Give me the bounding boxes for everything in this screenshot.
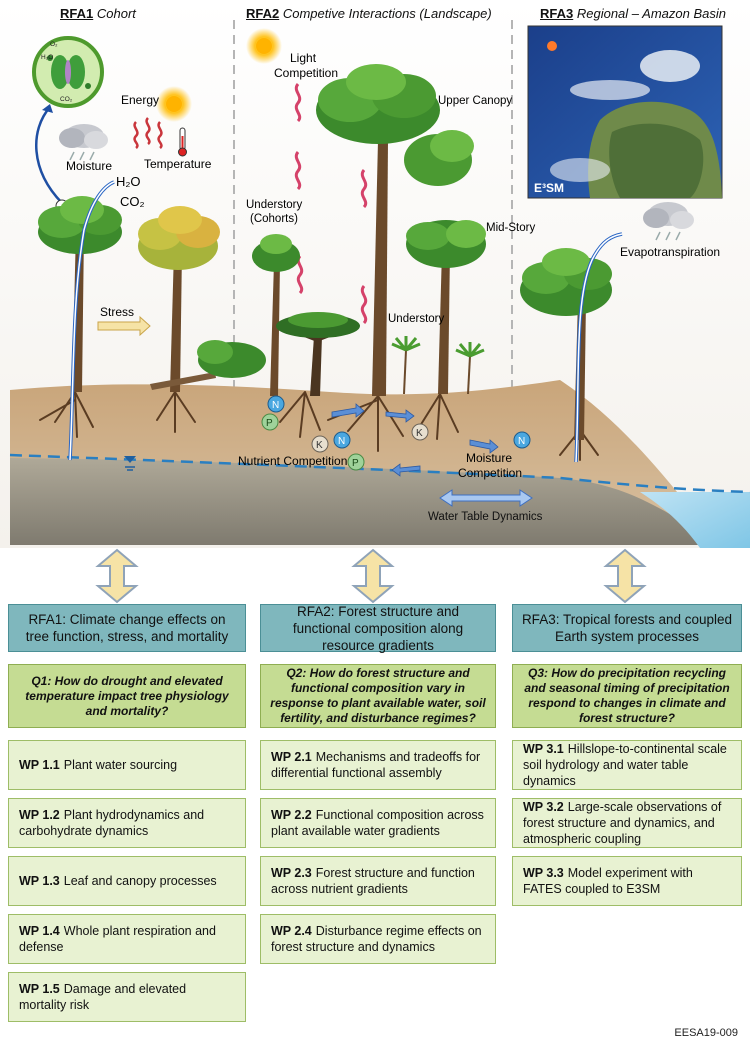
- fallen-tree-icon: [150, 340, 266, 390]
- evapotranspiration-label: Evapotranspiration: [620, 245, 720, 259]
- stomata-o2-label: O₂: [50, 41, 58, 48]
- mid-story-label: Mid-Story: [486, 222, 535, 234]
- water-table-dynamics-label: Water Table Dynamics: [428, 511, 543, 523]
- figure-id-label: EESA19-009: [674, 1027, 738, 1039]
- rfa3-header-title: Regional – Amazon Basin: [576, 6, 726, 21]
- light-competition-label-2: Competition: [274, 66, 338, 80]
- rain-cloud-icon: [643, 202, 694, 241]
- h2o-label: H₂O: [116, 174, 141, 189]
- stress-label: Stress: [100, 305, 134, 319]
- svg-text:P: P: [352, 458, 359, 469]
- stressed-tree-icon: [138, 206, 220, 392]
- rfa2-header: RFA2 Competive Interactions (Landscape): [246, 6, 492, 21]
- co2-label: CO₂: [120, 194, 145, 209]
- q3-box: Q3: How do precipitation recycling and s…: [512, 664, 742, 728]
- q1-box: Q1: How do drought and elevated temperat…: [8, 664, 246, 728]
- palm-seedling-icon: [391, 336, 485, 395]
- svg-text:N: N: [518, 436, 525, 447]
- svg-text:K: K: [416, 428, 423, 439]
- rfa1-header-title: Cohort: [96, 6, 136, 21]
- understory-cohorts-label-1: Understory: [246, 199, 302, 211]
- upper-canopy-label: Upper Canopy: [438, 95, 512, 107]
- water-table-marker-icon: [124, 456, 136, 463]
- soil-moisture-arrows: [331, 403, 499, 477]
- groundwater-zone: [10, 458, 720, 545]
- rfa3-header-code: RFA3: [540, 6, 574, 21]
- moisture-competition-label-1: Moisture: [466, 451, 512, 465]
- mid-story-tree-icon: [406, 220, 486, 394]
- double-arrow-icon: [603, 548, 647, 604]
- svg-text:P: P: [266, 418, 273, 429]
- rfa1-box: RFA1: Climate change effects on tree fun…: [8, 604, 246, 652]
- rfa1-header: RFA1 Cohort: [60, 6, 136, 21]
- q2-box: Q2: How do forest structure and function…: [260, 664, 496, 728]
- rfa3-box: RFA3: Tropical forests and coupled Earth…: [512, 604, 742, 652]
- moisture-competition-label-2: Competition: [458, 466, 522, 480]
- rfa2-header-code: RFA2: [246, 6, 280, 21]
- svg-text:K: K: [316, 440, 323, 451]
- heat-arrows-icon: [133, 117, 163, 149]
- inset-pointer-arrow: [35, 106, 63, 204]
- stomata-co2-label: CO₂: [60, 96, 73, 103]
- tree-roots: [39, 391, 599, 461]
- light-competition-label-1: Light: [290, 51, 317, 65]
- energy-label: Energy: [121, 93, 159, 107]
- light-competition-arrows: [294, 83, 368, 325]
- stomata-h2o-label: H₂O: [41, 54, 53, 61]
- upper-canopy-tree-icon: [316, 64, 474, 396]
- water-table-dynamics-arrow: [439, 489, 533, 507]
- moisture-label: Moisture: [66, 159, 112, 173]
- nutrient-competition-label: Nutrient Competition: [238, 454, 347, 468]
- rfa2-box: RFA2: Forest structure and functional co…: [260, 604, 496, 653]
- understory-label: Understory: [388, 313, 444, 325]
- rfa2-header-title: Competive Interactions (Landscape): [282, 6, 492, 21]
- double-arrow-icon: [95, 548, 139, 604]
- temperature-label: Temperature: [144, 157, 212, 171]
- forest-scene-illustration: O₂ H₂O CO₂ Energy Temperature Moisture H…: [0, 0, 750, 548]
- sea-water: [640, 492, 750, 548]
- nutrient-potassium-icon: K K: [311, 423, 429, 453]
- stress-arrow: [97, 315, 151, 337]
- svg-text:N: N: [272, 400, 279, 411]
- water-table-line: [9, 453, 750, 494]
- thermometer-icon: [178, 127, 187, 157]
- understory-cohorts-label-2: (Cohorts): [250, 213, 298, 225]
- rain-cloud-icon: [59, 124, 108, 161]
- satellite-map-image: E³SM: [527, 25, 723, 199]
- e3sm-badge: E³SM: [534, 181, 564, 195]
- acacia-tree-icon: [276, 312, 360, 396]
- rfa3-header: RFA3 Regional – Amazon Basin: [540, 6, 726, 21]
- understory-cohort-tree-icon: [252, 234, 300, 396]
- nutrient-phosphorus-icon: P P: [261, 413, 365, 471]
- nutrient-nitrogen-icon: N N N: [267, 395, 531, 449]
- double-arrow-icon: [351, 548, 395, 604]
- leaf-stomata-inset: O₂ H₂O CO₂: [32, 36, 104, 108]
- rfa1-header-code: RFA1: [60, 6, 94, 21]
- svg-text:N: N: [338, 436, 345, 447]
